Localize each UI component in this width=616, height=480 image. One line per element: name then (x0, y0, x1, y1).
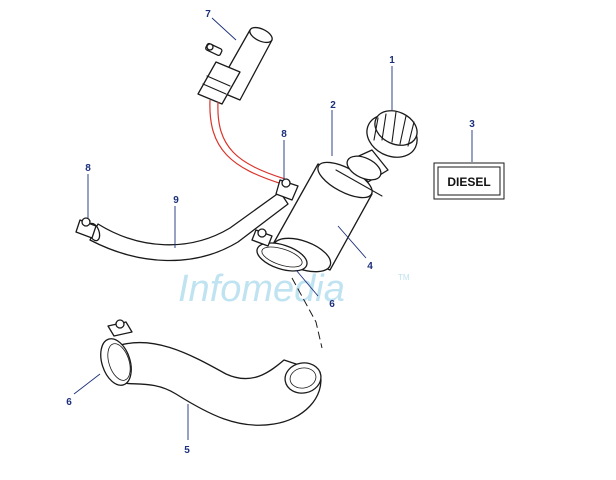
callout-5: 5 (184, 445, 190, 456)
callout-6-upper: 6 (329, 299, 335, 310)
callout-3: 3 (469, 119, 475, 130)
callout-7: 7 (205, 9, 211, 20)
callout-8-upper: 8 (281, 129, 287, 140)
part-9-vent-hose (75, 191, 289, 262)
callouts: 7 1 2 3 8 8 9 4 6 6 5 (66, 9, 475, 456)
callout-6-lower: 6 (66, 397, 72, 408)
callout-8-left: 8 (85, 163, 91, 174)
callout-1: 1 (389, 55, 395, 66)
part-7-breather-hose (197, 26, 273, 105)
watermark-trademark: TM (398, 273, 410, 282)
breather-pipes (209, 99, 286, 185)
part-5-lower-hose (111, 341, 322, 426)
part-6-clamp-lower (100, 319, 133, 386)
watermark: Infomedia TM (178, 268, 410, 310)
part-8-clip-upper (275, 178, 299, 201)
alignment-dashed-line (291, 277, 323, 349)
diesel-label: DIESEL (447, 175, 490, 189)
callout-leaders (73, 17, 473, 440)
part-1-filler-cap (346, 110, 418, 183)
callout-2: 2 (330, 100, 336, 111)
part-3-label-plate: DIESEL (433, 162, 505, 200)
watermark-text: Infomedia (178, 268, 345, 310)
callout-4: 4 (367, 261, 373, 272)
part-6-clamp-upper (251, 228, 308, 272)
callout-9: 9 (173, 195, 179, 206)
